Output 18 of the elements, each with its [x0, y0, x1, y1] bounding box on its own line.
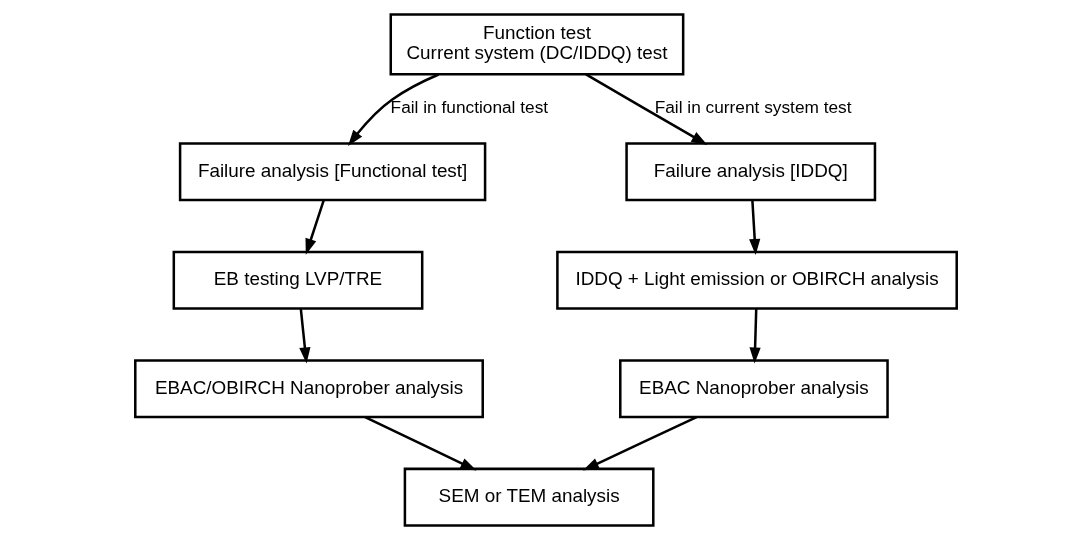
node-box: EBAC/OBIRCH Nanoprober analysis — [134, 359, 484, 419]
node-box: SEM or TEM analysis — [403, 467, 655, 527]
node-box: Failure analysis [Functional test] — [178, 142, 487, 202]
edge-label: Fail in functional test — [390, 97, 549, 118]
node-box: EBAC Nanoprober analysis — [619, 359, 889, 419]
edge-label: Fail in current system test — [654, 97, 852, 118]
arrow — [348, 73, 440, 146]
arrow — [749, 308, 761, 364]
node-box: Failure analysis [IDDQ] — [625, 142, 877, 202]
arrow — [299, 308, 311, 364]
arrow — [305, 200, 325, 255]
node-box: EB testing LVP/TRE — [172, 250, 424, 310]
arrow — [749, 200, 761, 256]
node-box: IDDQ + Light emission or OBIRCH analysis — [556, 250, 958, 310]
arrow — [364, 416, 477, 471]
arrow — [582, 415, 698, 471]
node-box: Function test Current system (DC/IDDQ) test — [389, 13, 685, 76]
arrow — [585, 73, 708, 145]
